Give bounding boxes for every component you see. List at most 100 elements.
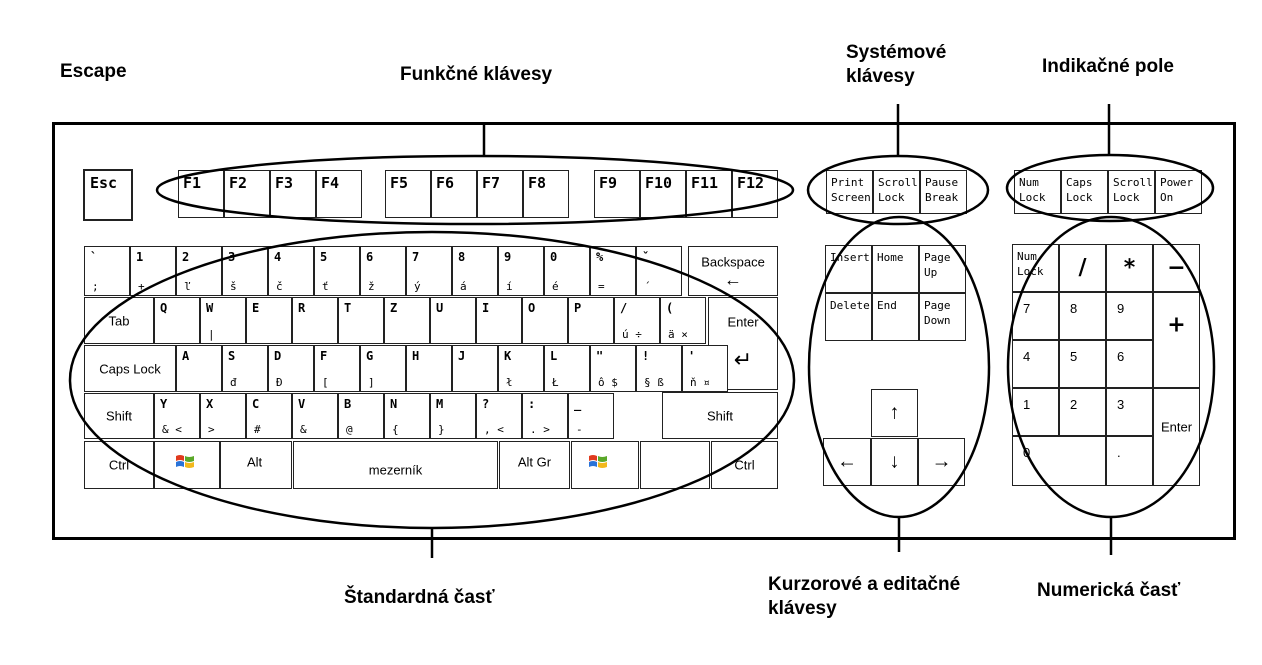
letter-key[interactable]: X> xyxy=(200,393,246,439)
numpad-digit-key[interactable]: 1 xyxy=(1012,388,1059,436)
numpad-digit-key[interactable]: 0 xyxy=(1012,436,1106,486)
letter-key[interactable]: O xyxy=(522,297,568,344)
esc-key[interactable]: Esc xyxy=(83,169,133,221)
letter-key[interactable]: Q xyxy=(154,297,200,344)
letter-key[interactable]: B@ xyxy=(338,393,384,439)
f6-key[interactable]: F6 xyxy=(431,170,477,218)
letter-key[interactable]: N{ xyxy=(384,393,430,439)
f2-key[interactable]: F2 xyxy=(224,170,270,218)
arrow-down-key[interactable]: ↓ xyxy=(871,438,918,486)
letter-key[interactable]: (ä × xyxy=(660,297,706,344)
letter-key[interactable]: F[ xyxy=(314,345,360,392)
numpad-multiply-key[interactable]: * xyxy=(1106,244,1153,292)
caps-lock-indicator[interactable]: Caps Lock xyxy=(1061,170,1108,214)
f9-key[interactable]: F9 xyxy=(594,170,640,218)
letter-key[interactable]: J xyxy=(452,345,498,392)
insert-key[interactable]: Insert xyxy=(825,245,872,293)
right-windows-key[interactable] xyxy=(571,441,639,489)
numpad-digit-key[interactable]: . xyxy=(1106,436,1153,486)
power-on-indicator[interactable]: Power On xyxy=(1155,170,1202,214)
numpad-digit-key[interactable]: 4 xyxy=(1012,340,1059,388)
f11-key[interactable]: F11 xyxy=(686,170,732,218)
arrow-left-key[interactable]: ← xyxy=(823,438,871,486)
letter-key[interactable]: !§ ß xyxy=(636,345,682,392)
numpad-plus-key[interactable]: + xyxy=(1153,292,1200,388)
letter-key[interactable]: "ô $ xyxy=(590,345,636,392)
numpad-minus-key[interactable]: − xyxy=(1153,244,1200,292)
backspace-key[interactable]: Backspace ← xyxy=(688,246,778,296)
letter-key[interactable]: :. > xyxy=(522,393,568,439)
letter-key[interactable]: P xyxy=(568,297,614,344)
f10-key[interactable]: F10 xyxy=(640,170,686,218)
letter-key[interactable]: M} xyxy=(430,393,476,439)
alt-gr-key[interactable]: Alt Gr xyxy=(499,441,570,489)
f1-key[interactable]: F1 xyxy=(178,170,224,218)
numpad-num-lock-key[interactable]: Num Lock xyxy=(1012,244,1059,292)
letter-key[interactable]: I xyxy=(476,297,522,344)
letter-key[interactable]: W| xyxy=(200,297,246,344)
letter-key[interactable]: Z xyxy=(384,297,430,344)
letter-key[interactable]: Y& < xyxy=(154,393,200,439)
left-alt-key[interactable]: Alt xyxy=(220,441,292,489)
numpad-digit-key[interactable]: 5 xyxy=(1059,340,1106,388)
delete-key[interactable]: Delete xyxy=(825,293,872,341)
right-shift-key[interactable]: Shift xyxy=(662,392,778,439)
end-key[interactable]: End xyxy=(872,293,919,341)
letter-key[interactable]: 'ň ¤ xyxy=(682,345,728,392)
left-ctrl-key[interactable]: Ctrl xyxy=(84,441,154,489)
letter-key[interactable]: R xyxy=(292,297,338,344)
letter-key[interactable]: ?, < xyxy=(476,393,522,439)
right-ctrl-key[interactable]: Ctrl xyxy=(711,441,778,489)
letter-key[interactable]: G] xyxy=(360,345,406,392)
numpad-digit-key[interactable]: 2 xyxy=(1059,388,1106,436)
numpad-digit-key[interactable]: 8 xyxy=(1059,292,1106,340)
scroll-lock-indicator[interactable]: Scroll Lock xyxy=(1108,170,1155,214)
print-screen-key[interactable]: Print Screen xyxy=(826,170,873,214)
numpad-enter-key[interactable]: Enter xyxy=(1153,388,1200,486)
letter-key[interactable]: C# xyxy=(246,393,292,439)
number-row-key[interactable]: 1+ xyxy=(130,246,176,296)
numpad-divide-key[interactable]: / xyxy=(1059,244,1106,292)
letter-key[interactable]: E xyxy=(246,297,292,344)
page-down-key[interactable]: Page Down xyxy=(919,293,966,341)
numpad-digit-key[interactable]: 6 xyxy=(1106,340,1153,388)
num-lock-indicator[interactable]: Num Lock xyxy=(1014,170,1061,214)
numpad-digit-key[interactable]: 3 xyxy=(1106,388,1153,436)
f4-key[interactable]: F4 xyxy=(316,170,362,218)
tab-key[interactable]: Tab xyxy=(84,297,154,344)
left-shift-key[interactable]: Shift xyxy=(84,393,154,439)
page-up-key[interactable]: Page Up xyxy=(919,245,966,293)
left-windows-key[interactable] xyxy=(154,441,220,489)
letter-key[interactable]: T xyxy=(338,297,384,344)
f8-key[interactable]: F8 xyxy=(523,170,569,218)
letter-key[interactable]: H xyxy=(406,345,452,392)
f3-key[interactable]: F3 xyxy=(270,170,316,218)
arrow-right-key[interactable]: → xyxy=(918,438,965,486)
number-row-key[interactable]: `; xyxy=(84,246,130,296)
f12-key[interactable]: F12 xyxy=(732,170,778,218)
number-row-key[interactable]: %= xyxy=(590,246,636,296)
number-row-key[interactable]: ˇ´ xyxy=(636,246,682,296)
letter-key[interactable]: V& xyxy=(292,393,338,439)
scroll-lock-key[interactable]: Scroll Lock xyxy=(873,170,920,214)
menu-key[interactable] xyxy=(640,441,710,489)
f5-key[interactable]: F5 xyxy=(385,170,431,218)
spacebar[interactable]: mezerník xyxy=(293,441,498,489)
home-key[interactable]: Home xyxy=(872,245,919,293)
numpad-digit-key[interactable]: 9 xyxy=(1106,292,1153,340)
pause-break-key[interactable]: Pause Break xyxy=(920,170,967,214)
f7-key[interactable]: F7 xyxy=(477,170,523,218)
